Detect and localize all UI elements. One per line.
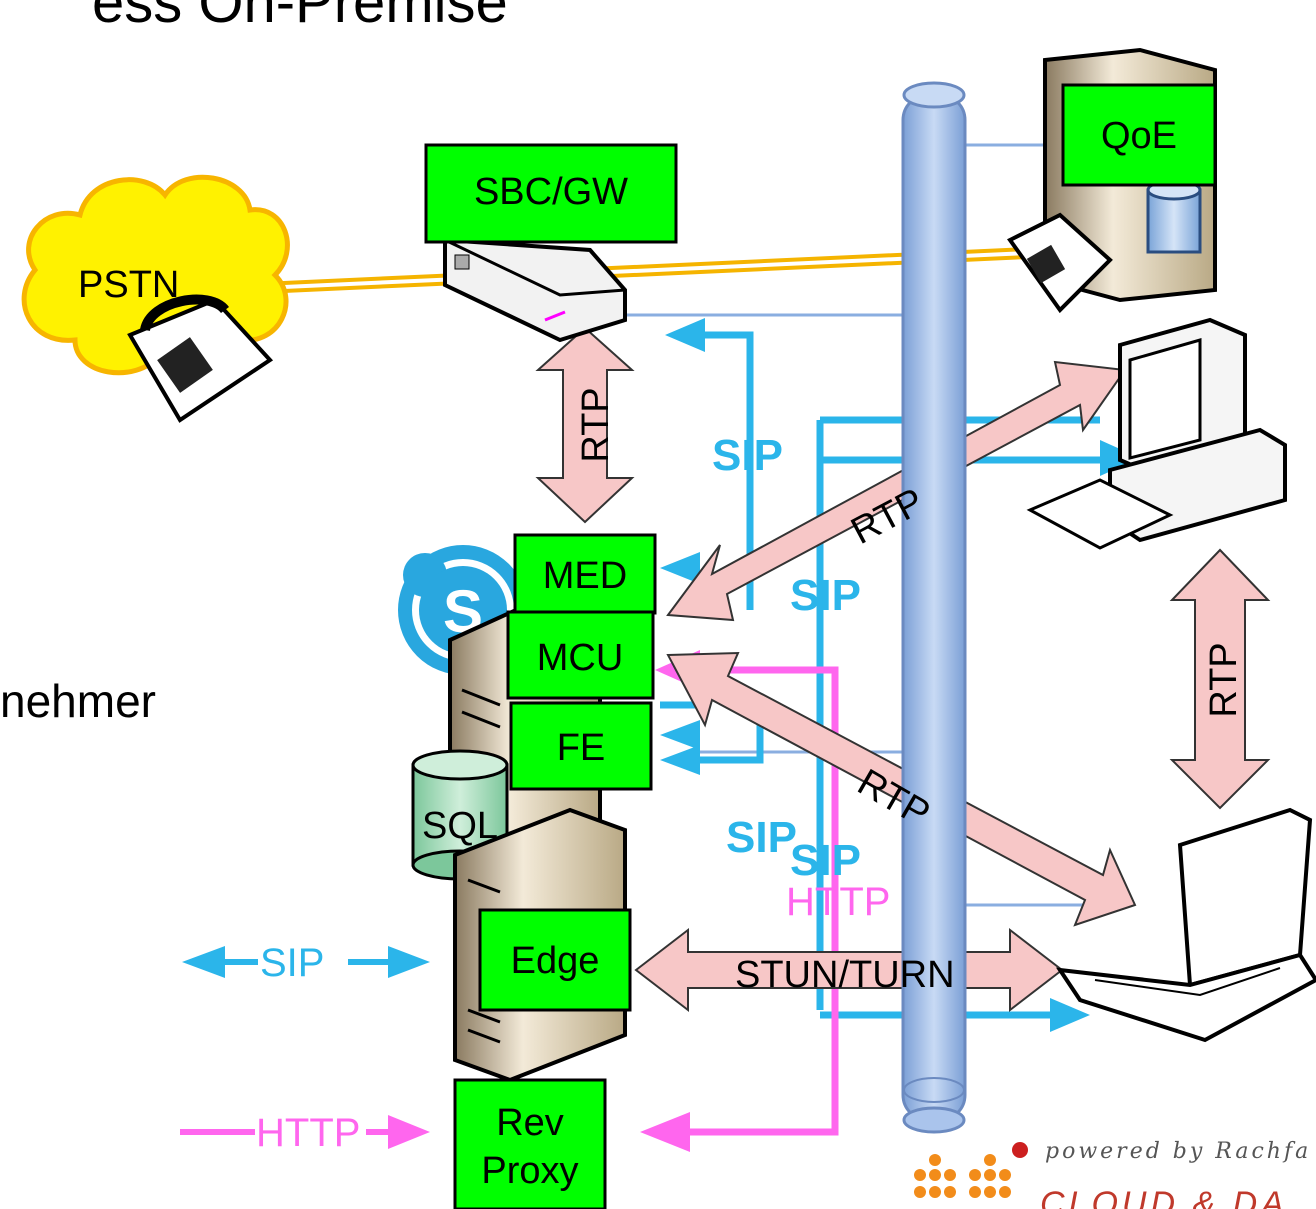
reverse-proxy-box: Rev Proxy bbox=[453, 1078, 607, 1209]
edge-label: Edge bbox=[511, 940, 600, 982]
sbc-gateway-device: SBC/GW bbox=[424, 143, 678, 343]
sip-mid-label: SIP bbox=[790, 571, 861, 620]
sip-lower-label-2: SIP bbox=[790, 836, 861, 885]
sql-label: SQL bbox=[422, 805, 498, 847]
external-http-label: HTTP bbox=[256, 1111, 360, 1155]
rtp-sbc-label: RTP bbox=[575, 387, 617, 462]
brand-dots-logo bbox=[914, 1142, 1028, 1198]
qoe-server: QoE bbox=[1007, 47, 1217, 314]
external-sip-arrow: SIP bbox=[182, 941, 430, 985]
edge-server: Edge bbox=[453, 807, 632, 1083]
rtp-client-label: RTP bbox=[1203, 642, 1245, 717]
qoe-label: QoE bbox=[1101, 115, 1177, 157]
med-label: MED bbox=[543, 555, 627, 597]
med-box: MED bbox=[513, 533, 657, 615]
network-bus bbox=[901, 81, 967, 1134]
mcu-box: MCU bbox=[506, 610, 655, 700]
bus-connectors bbox=[610, 143, 1090, 907]
desktop-pc-icon bbox=[1026, 317, 1287, 550]
stun-turn-label: STUN/TURN bbox=[735, 954, 955, 996]
telephone-icon bbox=[127, 294, 274, 423]
pstn-label: PSTN bbox=[78, 264, 179, 306]
fe-label: FE bbox=[557, 727, 606, 769]
sip-upper-label: SIP bbox=[712, 431, 783, 480]
external-http-arrow: HTTP bbox=[180, 1111, 430, 1155]
slide-title: ess On-Premise bbox=[92, 0, 508, 35]
mcu-label: MCU bbox=[537, 637, 624, 679]
rev-proxy-label-2: Proxy bbox=[481, 1150, 578, 1192]
laptop-icon bbox=[1055, 807, 1316, 1043]
footer-branding: powered by Rachfa CLOUD & DA bbox=[914, 1139, 1311, 1209]
powered-by-text: powered by Rachfa bbox=[1045, 1139, 1311, 1164]
side-text: nehmer bbox=[0, 675, 156, 727]
sip-lower-label-1: SIP bbox=[726, 813, 797, 862]
external-sip-label: SIP bbox=[260, 941, 324, 985]
fe-box: FE bbox=[509, 701, 653, 791]
http-mid-label: HTTP bbox=[786, 880, 890, 924]
sbc-label: SBC/GW bbox=[474, 171, 628, 213]
rev-proxy-label-1: Rev bbox=[496, 1102, 564, 1144]
brand-name-text: CLOUD & DA bbox=[1040, 1185, 1288, 1209]
sip-arrowheads bbox=[660, 318, 1140, 1032]
